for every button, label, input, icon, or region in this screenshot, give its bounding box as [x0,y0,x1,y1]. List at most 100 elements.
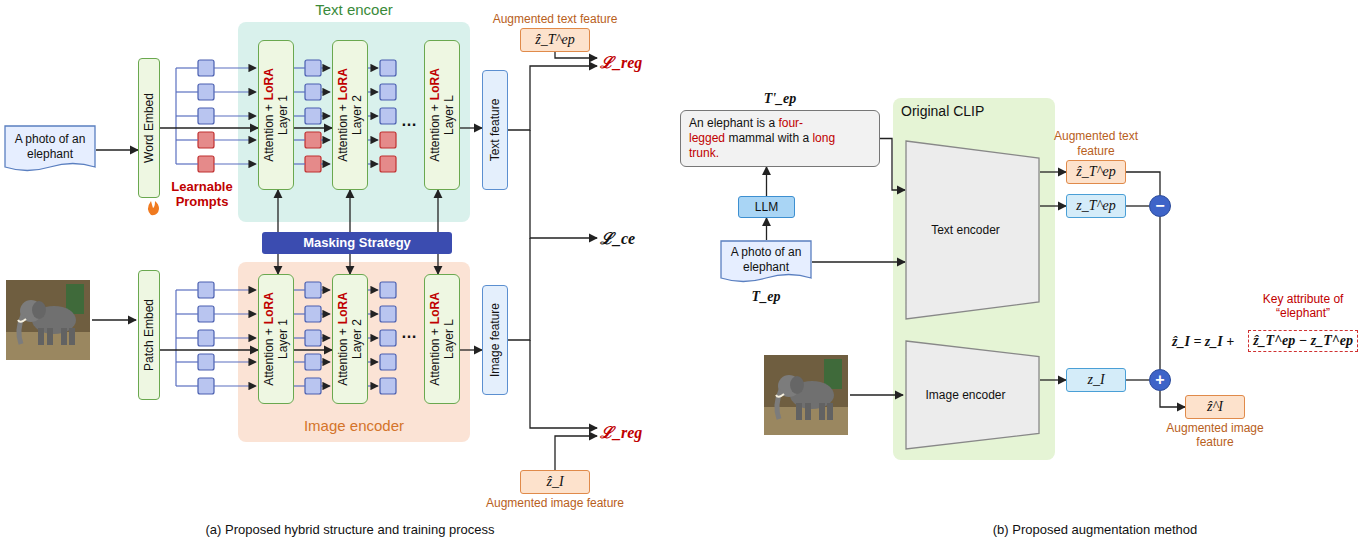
box-label: Image feature [488,302,502,376]
token-line [294,139,305,140]
token-arrow [321,337,330,338]
layer-box: Attention +LoRALayer 1 [258,274,294,404]
box-label: Patch Embed [142,298,156,370]
input-line [92,319,136,320]
loss-line [530,340,597,428]
branch-line [176,385,198,386]
layer-number: Layer 1 [276,94,290,134]
box-label: Word Embed [142,93,156,163]
token-line [294,289,305,290]
connector [277,254,278,274]
elephant-leg [819,403,825,420]
layer-box: Attention + LoRALayer 1 [258,40,294,190]
region-fill [238,22,470,222]
token-square [305,330,321,346]
elephant-leg [47,328,53,345]
embed-box: Word Embed [138,58,160,198]
loss-line [508,238,530,340]
token-arrow [368,91,378,92]
prompt-token [198,132,214,148]
encoder-trapezoid: Text encoder [905,140,1040,320]
region-fill [893,98,1055,460]
masking-box: Masking Strategy [262,232,452,254]
lora-text: LoRA [261,292,275,324]
layer-text: Attention + [427,328,441,386]
elephant-ear [790,376,804,394]
feature-caption: Augmented text feature [1048,129,1144,158]
symbol-label: ẑ_T^ep [1073,164,1118,181]
token-square [380,354,396,370]
token-square [198,282,214,298]
token-arrow [368,67,378,68]
token-arrow [214,163,256,164]
formula: ẑ_I = z_I + [1172,334,1234,350]
connector [1126,172,1160,195]
branch-line [176,115,198,116]
connector [880,139,905,191]
feature-box: Augmented text featureẑ_T^ep [520,28,590,52]
token-square [198,306,214,322]
token-square [305,108,321,124]
layer-text: Attention + [261,104,275,162]
token-square [198,378,214,394]
lora-text: LoRA [261,68,275,100]
layer-text: Attention + [261,328,275,386]
connector [460,349,482,350]
layer-text: Attention + [335,328,349,386]
token-arrow [214,385,256,386]
elephant-photo [6,280,90,360]
encoder-region: Image encoderAttention +LoRALayer 1Atten… [238,262,470,442]
layer-text: Attention + [427,104,441,162]
connector [437,190,438,232]
connector [160,349,258,350]
encoder-trapezoid: Image encoder [905,340,1040,450]
connector [277,190,278,232]
elephant-tusk [776,394,784,397]
prompt-label: Learnable Prompts [164,180,240,210]
token-arrow [368,313,378,314]
branch-line [176,91,198,92]
token-arrow [214,139,256,140]
token-line [294,337,305,338]
token-arrow [368,115,378,116]
elephant-leg [796,403,802,420]
token-square [305,354,321,370]
llm-box: LLM [738,196,795,218]
rotated-text: Image feature [482,285,508,395]
feature-caption: Augmented text feature [475,12,635,26]
token-layer [176,60,396,394]
layer-number: Layer 2 [350,94,364,134]
connector [1040,379,1066,380]
token-arrow [321,289,330,290]
loss-label: ℒ_ce [600,227,635,249]
layer-line: Attention +LoRA [427,68,441,162]
connector [812,261,905,262]
prompt-token [305,156,321,172]
box-label: − [1155,198,1164,214]
lora-text: LoRA [427,292,441,324]
photo-plant [824,359,842,389]
connector [96,149,138,150]
rotated-text: Attention +LoRALayer 2 [332,274,368,404]
region-title: Text encoer [238,1,470,18]
photo-plant [66,284,84,314]
token-arrow [368,163,378,164]
region-title: Image encoder [238,417,470,434]
token-arrow [368,337,378,338]
token-arrow [321,163,330,164]
prompt-token [380,156,396,172]
token-square [305,60,321,76]
document-outline [721,241,811,282]
connector [294,349,332,350]
branch-line [176,361,198,362]
rotated-text: Attention + LoRALayer 1 [258,40,294,190]
token-square [380,378,396,394]
token-arrow [214,361,256,362]
token-arrow [214,289,256,290]
description-part: An elephant is a [689,116,775,130]
branch-line [176,289,198,290]
layer-line: Attention + LoRA [261,68,275,162]
token-square [380,60,396,76]
box-label: Text feature [488,98,502,161]
